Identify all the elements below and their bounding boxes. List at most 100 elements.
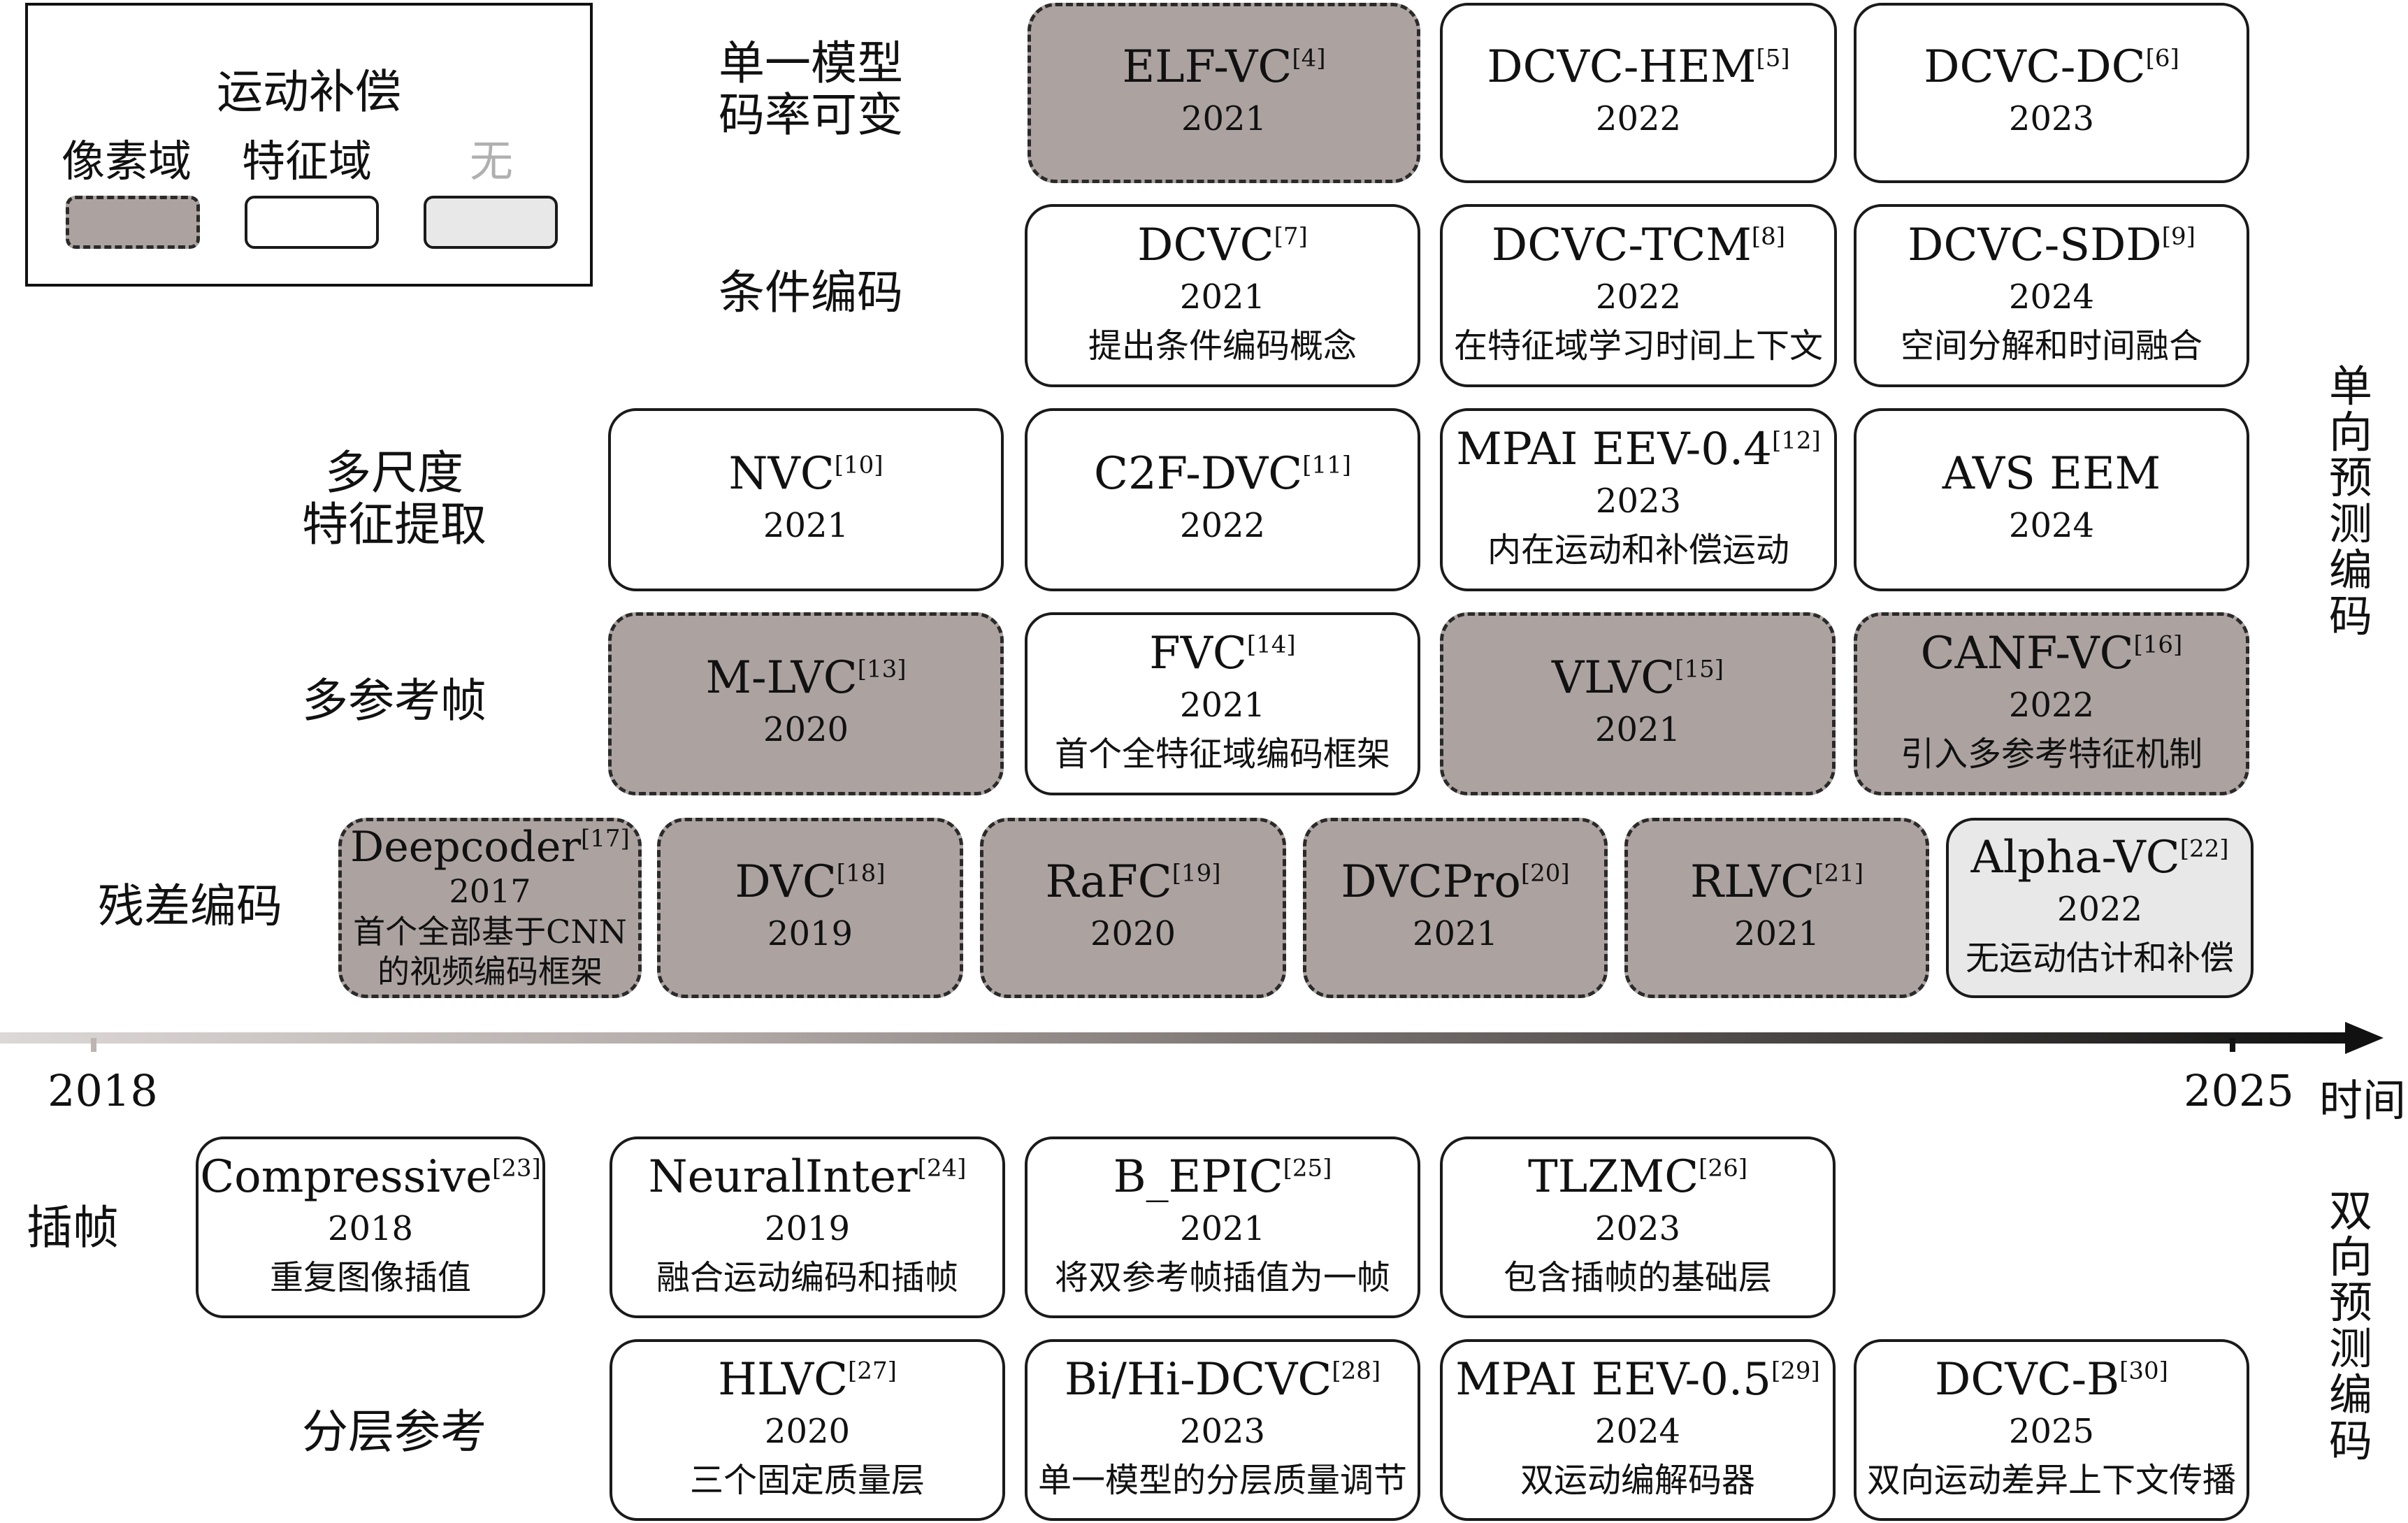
side-char: 预 [2328, 1277, 2372, 1329]
model-name-text: NVC [728, 448, 835, 500]
model-name-text: CANF-VC [1920, 628, 2134, 680]
model-year: 2021 [1733, 914, 1820, 953]
model-box-vlvc: VLVC[15]2021 [1440, 612, 1836, 795]
model-reference: [4] [1292, 44, 1326, 73]
model-description: 重复图像插值 [269, 1258, 471, 1297]
model-name: DVC[18] [735, 856, 886, 909]
model-name: Deepcoder[17] [350, 823, 630, 872]
model-year: 2022 [1595, 277, 1682, 317]
model-reference: [6] [2145, 44, 2179, 73]
model-box-dcvcdc: DCVC-DC[6] 2023 [1854, 3, 2249, 183]
model-reference: [7] [1274, 223, 1308, 252]
model-year: 2022 [2056, 890, 2143, 929]
model-description: 的视频编码框架 [377, 953, 603, 991]
model-reference: [18] [836, 859, 886, 888]
model-reference: [13] [857, 655, 907, 684]
model-box-dcvchem: DCVC-HEM[5]2022 [1440, 3, 1837, 183]
model-reference: [9] [2161, 223, 2196, 252]
model-name-text: DVC [735, 856, 837, 909]
model-reference: [27] [848, 1357, 897, 1386]
side-label-unidirectional: 单 向 预 测 编 码 [2326, 363, 2375, 639]
model-name: C2F-DVC[11] [1094, 448, 1351, 500]
legend-swatch-feature [245, 196, 379, 249]
model-name-text: DCVC-DC [1924, 41, 2146, 94]
category-conditional: 条件编码 [719, 267, 903, 319]
axis-end-label: 2025 [2184, 1065, 2294, 1116]
model-reference: [17] [581, 825, 630, 853]
model-name: CANF-VC[16] [1921, 628, 2183, 680]
model-reference: [24] [917, 1155, 967, 1183]
model-name: DCVC-TCM[8] [1492, 220, 1785, 272]
model-year: 2021 [1594, 709, 1681, 749]
side-char: 向 [2328, 1231, 2372, 1283]
model-description: 三个固定质量层 [689, 1461, 925, 1500]
model-box-rafc: RaFC[19]2020 [980, 818, 1286, 998]
model-description: 包含插帧的基础层 [1503, 1258, 1772, 1297]
category-line: 残差编码 [98, 879, 282, 933]
model-description: 在特征域学习时间上下文 [1453, 326, 1823, 366]
model-year: 2024 [1594, 1412, 1681, 1451]
model-year: 2025 [2008, 1412, 2095, 1451]
legend-label-pixel: 像素域 [62, 136, 192, 187]
axis-tick-start [91, 1038, 96, 1052]
axis-start-label: 2018 [48, 1065, 158, 1116]
model-name: ELF-VC[4] [1122, 41, 1326, 94]
model-box-c2fdvc: C2F-DVC[11]2022 [1025, 408, 1420, 591]
side-char: 码 [2328, 1415, 2372, 1466]
model-name-text: DCVC-TCM [1491, 219, 1752, 272]
model-name-text: Deepcoder [350, 823, 582, 872]
model-year: 2020 [764, 1412, 851, 1451]
model-name: FVC[14] [1149, 628, 1295, 680]
side-char: 双 [2328, 1185, 2372, 1236]
model-box-nvc: NVC[10] 2021 [608, 408, 1004, 591]
category-line: 条件编码 [719, 266, 903, 319]
model-year: 2023 [1595, 482, 1682, 521]
model-description: 首个全特征域编码框架 [1054, 735, 1390, 774]
axis-label: 时间 [2319, 1075, 2407, 1126]
model-reference: [25] [1283, 1155, 1332, 1183]
model-reference: [30] [2119, 1357, 2168, 1386]
model-year: 2021 [1179, 1209, 1266, 1248]
side-char: 测 [2328, 498, 2372, 550]
model-year: 2023 [2008, 99, 2095, 138]
model-box-rlvc: RLVC[21]2021 [1624, 818, 1929, 998]
model-name-text: ELF-VC [1122, 41, 1292, 94]
model-name: MPAI EEV-0.4[12] [1456, 424, 1821, 476]
model-name: DCVC-B[30] [1935, 1355, 2168, 1406]
model-name-text: MPAI EEV-0.4 [1456, 424, 1772, 476]
legend-swatch-pixel [66, 196, 200, 249]
side-char: 码 [2328, 590, 2372, 642]
model-box-dvc: DVC[18]2019 [657, 818, 963, 998]
category-line: 单一模型 [719, 36, 903, 90]
model-name-text: M-LVC [705, 652, 858, 705]
model-name-text: TLZMC [1528, 1151, 1699, 1204]
model-reference: [21] [1815, 859, 1864, 888]
model-year: 2021 [1179, 686, 1266, 725]
model-name-text: FVC [1149, 628, 1247, 680]
model-year: 2021 [763, 505, 849, 545]
model-year: 2021 [1179, 277, 1266, 317]
model-name-text: DCVC [1137, 219, 1274, 272]
model-box-elfvc: ELF-VC[4]2021 [1028, 3, 1420, 183]
model-year: 2022 [2008, 686, 2095, 725]
model-name-text: DVCPro [1341, 856, 1521, 909]
model-reference: [19] [1171, 859, 1221, 888]
model-name: NVC[10] [728, 448, 884, 500]
model-year: 2020 [763, 709, 849, 749]
model-reference: [12] [1771, 427, 1821, 456]
model-reference: [26] [1699, 1155, 1747, 1183]
category-hier: 分层参考 [302, 1406, 486, 1458]
model-description: 融合运动编码和插帧 [656, 1258, 958, 1297]
model-reference: [11] [1302, 451, 1351, 479]
legend-label-feature: 特征域 [242, 136, 373, 187]
model-name-text: DCVC-B [1935, 1354, 2120, 1406]
model-name-text: VLVC [1551, 652, 1675, 705]
model-reference: [14] [1246, 631, 1296, 660]
legend-swatch-none [424, 196, 558, 249]
side-char: 预 [2328, 452, 2372, 504]
model-name-text: Compressive [200, 1151, 492, 1204]
